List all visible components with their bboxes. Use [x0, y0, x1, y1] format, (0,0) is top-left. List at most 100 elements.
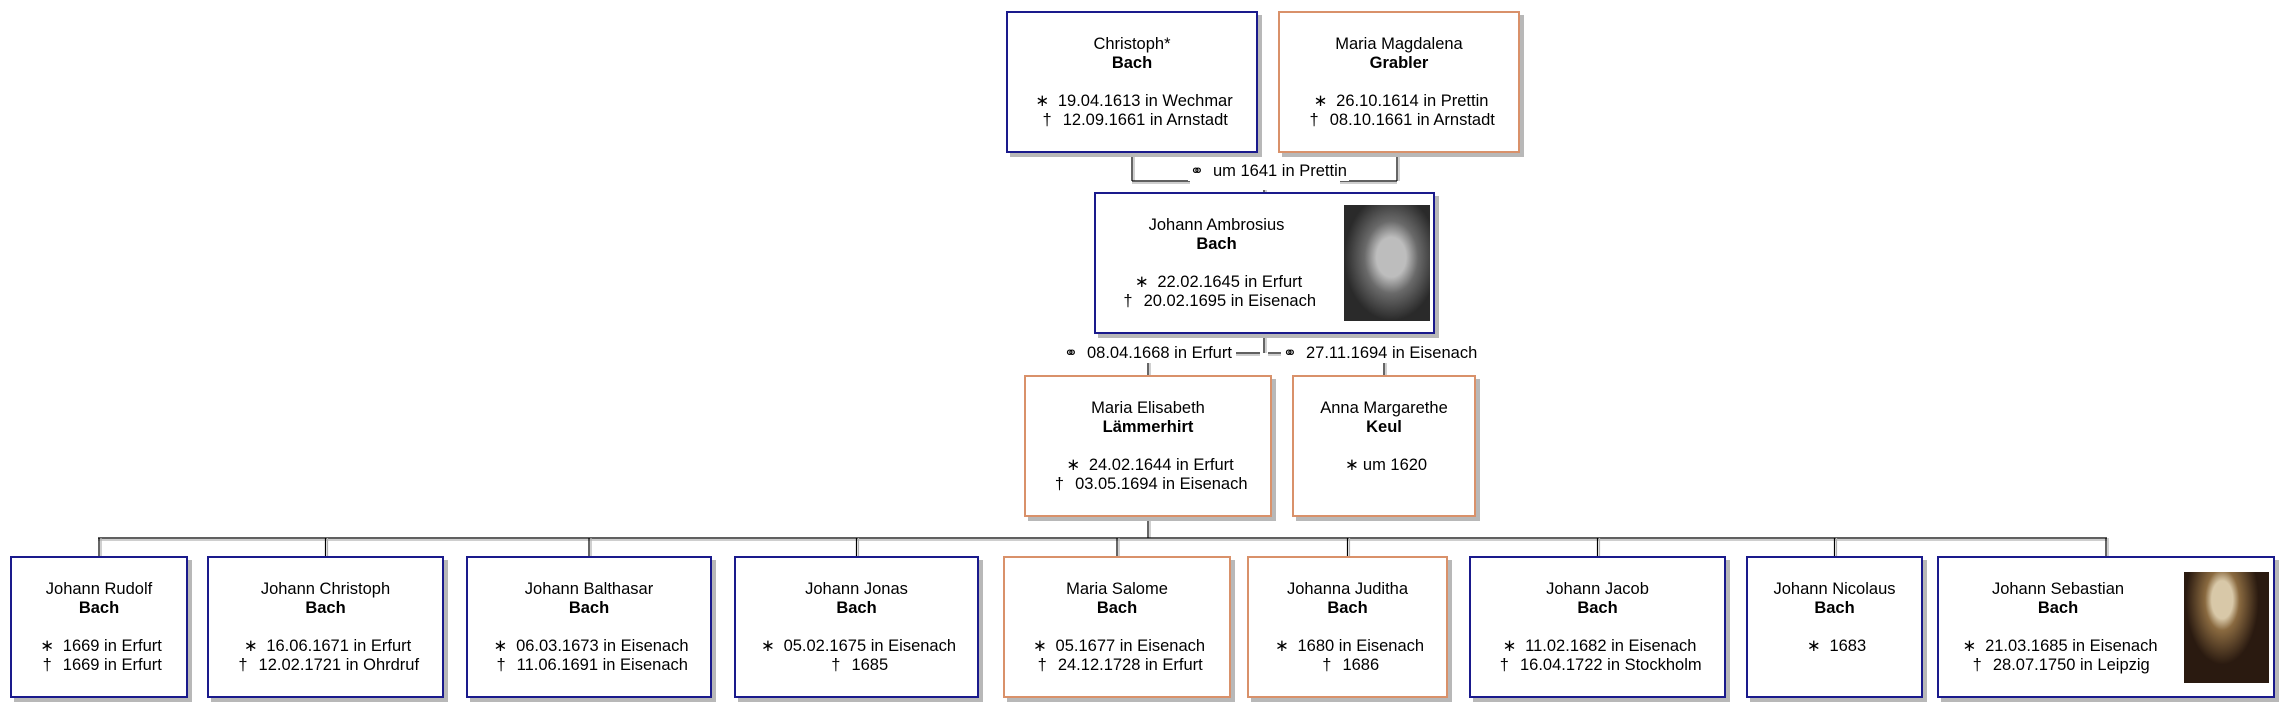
birth-date: 05.02.1675 in Eisenach — [783, 637, 957, 655]
given-name: Johann Ambrosius — [1148, 216, 1285, 234]
birth-icon: ∗ — [1033, 637, 1047, 655]
birth-date: 26.10.1614 in Prettin — [1336, 92, 1489, 110]
birth-icon: ∗ — [1344, 456, 1359, 474]
death-icon: † — [496, 656, 506, 674]
marriage-label: ⚭ um 1641 in Prettin — [1188, 162, 1349, 181]
person-box-christoph[interactable]: Christoph*Bach ∗ 19.04.1613 in Wechmar† 1… — [1006, 11, 1258, 153]
birth-icon: ∗ — [761, 637, 775, 655]
death-line: † 1686 — [1249, 656, 1446, 675]
death-icon: † — [1123, 292, 1133, 310]
death-date: 03.05.1694 in Eisenach — [1075, 475, 1248, 493]
death-icon: † — [831, 656, 841, 674]
birth-line: ∗ 21.03.1685 in Eisenach — [1939, 637, 2177, 656]
birth-icon: ∗ — [493, 637, 508, 655]
death-icon: † — [1309, 111, 1319, 129]
birth-icon: ∗ — [1806, 637, 1821, 655]
given-name: Anna Margarethe — [1320, 399, 1448, 417]
birth-icon: ∗ — [1274, 637, 1289, 655]
death-line: † 1685 — [736, 656, 977, 675]
portrait-johann-ambrosius-image — [1344, 205, 1430, 321]
birth-icon: ∗ — [1035, 92, 1050, 110]
surname: Bach — [836, 599, 877, 617]
surname: Lämmerhirt — [1102, 418, 1194, 436]
birth-line: ∗um 1620 — [1294, 456, 1474, 475]
given-name: Johann Christoph — [260, 580, 391, 598]
birth-icon: ∗ — [243, 637, 258, 655]
given-name: Johann Nicolaus — [1773, 580, 1896, 598]
death-date: 08.10.1661 in Arnstadt — [1329, 111, 1495, 129]
birth-line: ∗ 19.04.1613 in Wechmar — [1008, 92, 1256, 111]
birth-date: 1680 in Eisenach — [1297, 637, 1425, 655]
birth-date: um 1620 — [1362, 456, 1428, 474]
death-icon: † — [238, 656, 248, 674]
death-line: † 1669 in Erfurt — [12, 656, 186, 675]
death-icon: † — [1972, 656, 1982, 674]
birth-date: 21.03.1685 in Eisenach — [1985, 637, 2158, 655]
death-line: † 20.02.1695 in Eisenach — [1096, 292, 1337, 311]
death-line: † 12.02.1721 in Ohrdruf — [209, 656, 442, 675]
given-name: Christoph* — [1093, 35, 1171, 53]
birth-date: 1683 — [1829, 637, 1867, 655]
death-date: 1669 in Erfurt — [62, 656, 162, 674]
birth-date: 16.06.1671 in Erfurt — [266, 637, 412, 655]
birth-icon: ∗ — [1962, 637, 1977, 655]
death-line: † 12.09.1661 in Arnstadt — [1008, 111, 1256, 130]
birth-icon: ∗ — [1066, 456, 1081, 474]
surname: Bach — [1577, 599, 1618, 617]
birth-icon: ∗ — [1502, 637, 1517, 655]
marriage-rings-icon: ⚭ — [1190, 162, 1204, 180]
marriage-label: ⚭ 08.04.1668 in Erfurt — [1062, 344, 1234, 363]
death-date: 1685 — [851, 656, 889, 674]
birth-line: ∗ 11.02.1682 in Eisenach — [1471, 637, 1724, 656]
given-name: Maria Magdalena — [1335, 35, 1463, 53]
birth-line: ∗ 16.06.1671 in Erfurt — [209, 637, 442, 656]
death-date: 11.06.1691 in Eisenach — [516, 656, 688, 674]
surname: Bach — [78, 599, 120, 617]
death-line: † 11.06.1691 in Eisenach — [468, 656, 710, 675]
death-icon: † — [1042, 111, 1052, 129]
death-date: 1686 — [1342, 656, 1380, 674]
death-line: † 24.12.1728 in Erfurt — [1005, 656, 1229, 675]
birth-line: ∗ 24.02.1644 in Erfurt — [1026, 456, 1270, 475]
marriage-rings-icon: ⚭ — [1064, 344, 1078, 362]
surname: Keul — [1366, 418, 1402, 436]
death-icon: † — [1054, 475, 1065, 493]
surname: Bach — [1327, 599, 1368, 617]
birth-icon: ∗ — [40, 637, 55, 655]
death-icon: † — [1037, 656, 1047, 674]
death-date: 12.09.1661 in Arnstadt — [1062, 111, 1228, 129]
marriage-label: ⚭ 27.11.1694 in Eisenach — [1281, 344, 1480, 363]
portrait-johann-sebastian-image — [2184, 572, 2269, 683]
death-date: 12.02.1721 in Ohrdruf — [258, 656, 420, 674]
given-name: Maria Elisabeth — [1091, 399, 1205, 417]
marriage-date: 27.11.1694 in Eisenach — [1306, 344, 1478, 362]
death-line: † 08.10.1661 in Arnstadt — [1280, 111, 1518, 130]
birth-line: ∗ 1683 — [1748, 637, 1921, 656]
marriage-date: 08.04.1668 in Erfurt — [1087, 344, 1232, 362]
birth-date: 24.02.1644 in Erfurt — [1088, 456, 1234, 474]
surname: Grabler — [1369, 54, 1429, 72]
surname: Bach — [1111, 54, 1153, 72]
